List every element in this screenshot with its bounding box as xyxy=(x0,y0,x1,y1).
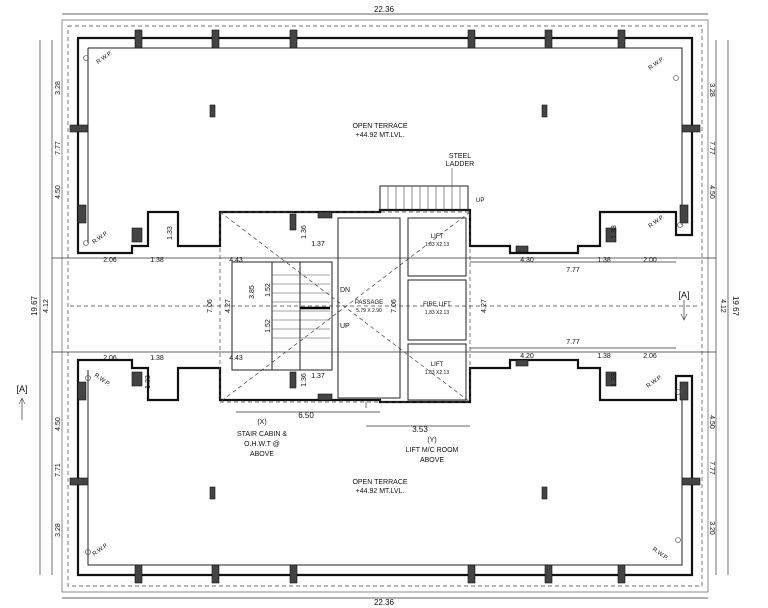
rwp-label-se: R.W.P. xyxy=(651,547,669,562)
stair-cabin-label-1: STAIR CABIN & xyxy=(237,431,287,438)
lift-room-tag: (Y) xyxy=(427,437,436,444)
steel-ladder xyxy=(379,168,469,211)
dim-right-bot-c: 3.20 xyxy=(708,521,715,535)
dim-right-bot-a: 4.50 xyxy=(708,415,715,429)
dim-left-top-a: 3.28 xyxy=(55,81,62,95)
rwp-label-w-low: R.W.P. xyxy=(93,373,111,388)
dimension-texts: 22.36 22.36 19.67 19.67 3.28 7.77 4.50 4… xyxy=(30,5,740,607)
dim-se-h: 1.33 xyxy=(611,373,618,387)
lift-room-label-2: ABOVE xyxy=(420,457,444,464)
dim-left-top-c: 4.50 xyxy=(55,185,62,199)
steel-label-2: LADDER xyxy=(446,161,474,168)
dim-right-top-a: 3.28 xyxy=(708,83,715,97)
upper-wing-walls xyxy=(76,36,694,255)
stair-cabin-label-3: ABOVE xyxy=(250,451,274,458)
dim-landing-h-top: 1.36 xyxy=(301,225,308,239)
dim-ne-w1: 4.30 xyxy=(520,257,534,264)
stair-cabin-tag: (X) xyxy=(257,419,266,426)
middle-band xyxy=(52,257,716,353)
dim-stair-w2: 4.43 xyxy=(229,355,243,362)
rwp-label-nw: R.W.P. xyxy=(96,50,114,65)
dim-sw-w2: 1.38 xyxy=(150,355,164,362)
dim-353: 3.53 xyxy=(412,425,428,434)
dim-left-bot-b: 7.71 xyxy=(55,463,62,477)
dim-nw-w1: 2.06 xyxy=(103,257,117,264)
lift3-label-1: LIFT xyxy=(431,362,444,368)
dim-left-total: 19.67 xyxy=(30,295,39,316)
stair-cabin-label-2: O.H.W.T @ xyxy=(244,441,280,448)
columns xyxy=(69,29,701,584)
dim-sw-w1: 2.06 xyxy=(103,355,117,362)
dim-right-top-c: 4.50 xyxy=(708,185,715,199)
dim-core-right-h: 4.27 xyxy=(481,299,488,313)
room-labels: OPEN TERRACE +44.92 MT.LVL. OPEN TERRACE… xyxy=(16,123,689,495)
dim-lower-run: 7.77 xyxy=(566,339,580,346)
dim-nw-h: 1.33 xyxy=(167,226,174,240)
dim-stair-h-small2: 1.52 xyxy=(265,283,272,297)
dim-ne-h: 1.33 xyxy=(611,225,618,239)
rwp-label-e-low: R.W.P. xyxy=(646,374,664,389)
rwp-label-e-mid: R.W.P. xyxy=(648,214,666,229)
dim-left-top-b: 7.77 xyxy=(55,141,62,155)
dim-landing-bot: 1.37 xyxy=(311,373,325,380)
dim-right-mid: 4.12 xyxy=(719,299,726,313)
lift1-label-2: 1.83 X2.13 xyxy=(425,242,449,248)
section-mark-left: [A] xyxy=(16,384,27,394)
dim-top-width: 22.36 xyxy=(374,5,395,14)
dim-nw-w2: 1.38 xyxy=(150,257,164,264)
dim-sw-h: 1.33 xyxy=(145,375,152,389)
dim-650: 6.50 xyxy=(298,411,314,420)
dim-landing-top: 1.37 xyxy=(311,241,325,248)
dim-ne-w2: 1.38 xyxy=(597,257,611,264)
lift3-label-2: 1.83 X2.13 xyxy=(425,370,449,376)
dim-stair-w1: 4.43 xyxy=(229,257,243,264)
section-arrows xyxy=(18,300,688,420)
terrace-top-label-2: +44.92 MT.LVL. xyxy=(356,132,405,139)
ladder-up-label: UP xyxy=(476,198,484,204)
dim-right-total: 19.67 xyxy=(731,296,740,317)
terrace-bot-label-1: OPEN TERRACE xyxy=(352,479,407,486)
dim-core-h: 7.06 xyxy=(391,299,398,313)
passage-label-1: PASSAGE xyxy=(355,300,383,306)
rwp-label-sw: R.W.P. xyxy=(92,542,110,557)
central-core xyxy=(219,168,471,427)
dim-se-w1: 4.20 xyxy=(520,353,534,360)
dim-stair-h-small3: 1.52 xyxy=(265,319,272,333)
dim-stair-h-left: 7.06 xyxy=(207,299,214,313)
dim-se-w2: 1.38 xyxy=(597,353,611,360)
stair-dn-label: DN xyxy=(340,287,350,294)
dim-landing-h-bot: 1.36 xyxy=(301,373,308,387)
rwp-label-ne: R.W.P. xyxy=(648,56,666,71)
dim-bottom-width: 22.36 xyxy=(374,598,395,607)
dim-ne-w3: 2.00 xyxy=(643,257,657,264)
passage-label-2: 5.79 X 2.90 xyxy=(356,308,382,314)
lower-wing-walls xyxy=(76,358,694,577)
dim-left-bot-c: 3.28 xyxy=(55,523,62,537)
dim-se-w3: 2.06 xyxy=(643,353,657,360)
dim-right-top-b: 7.77 xyxy=(708,141,715,155)
terrace-bot-label-2: +44.92 MT.LVL. xyxy=(356,488,405,495)
dim-left-mid: 4.12 xyxy=(43,299,50,313)
section-mark-right: [A] xyxy=(678,290,689,300)
lift2-label-1: FIRE LIFT xyxy=(423,302,451,308)
rwp-label-w-mid: R.W.P. xyxy=(92,230,110,245)
dim-stair-h-small: 3.85 xyxy=(249,285,256,299)
lift1-label-1: LIFT xyxy=(431,234,444,240)
dim-left-bot-a: 4.50 xyxy=(55,417,62,431)
stair-up-label: UP xyxy=(340,323,350,330)
dim-upper-run: 7.77 xyxy=(566,267,580,274)
lift2-label-2: 1.83 X2.13 xyxy=(425,310,449,316)
terrace-top-label-1: OPEN TERRACE xyxy=(352,123,407,130)
lift-room-label-1: LIFT M/C ROOM xyxy=(406,447,459,454)
steel-label-1: STEEL xyxy=(449,153,471,160)
dim-stair-h-inner: 4.27 xyxy=(225,299,232,313)
rwp-markers xyxy=(83,55,683,555)
outer-boundary xyxy=(39,13,729,599)
stair-treads xyxy=(272,274,330,339)
dim-right-bot-b: 7.77 xyxy=(708,461,715,475)
